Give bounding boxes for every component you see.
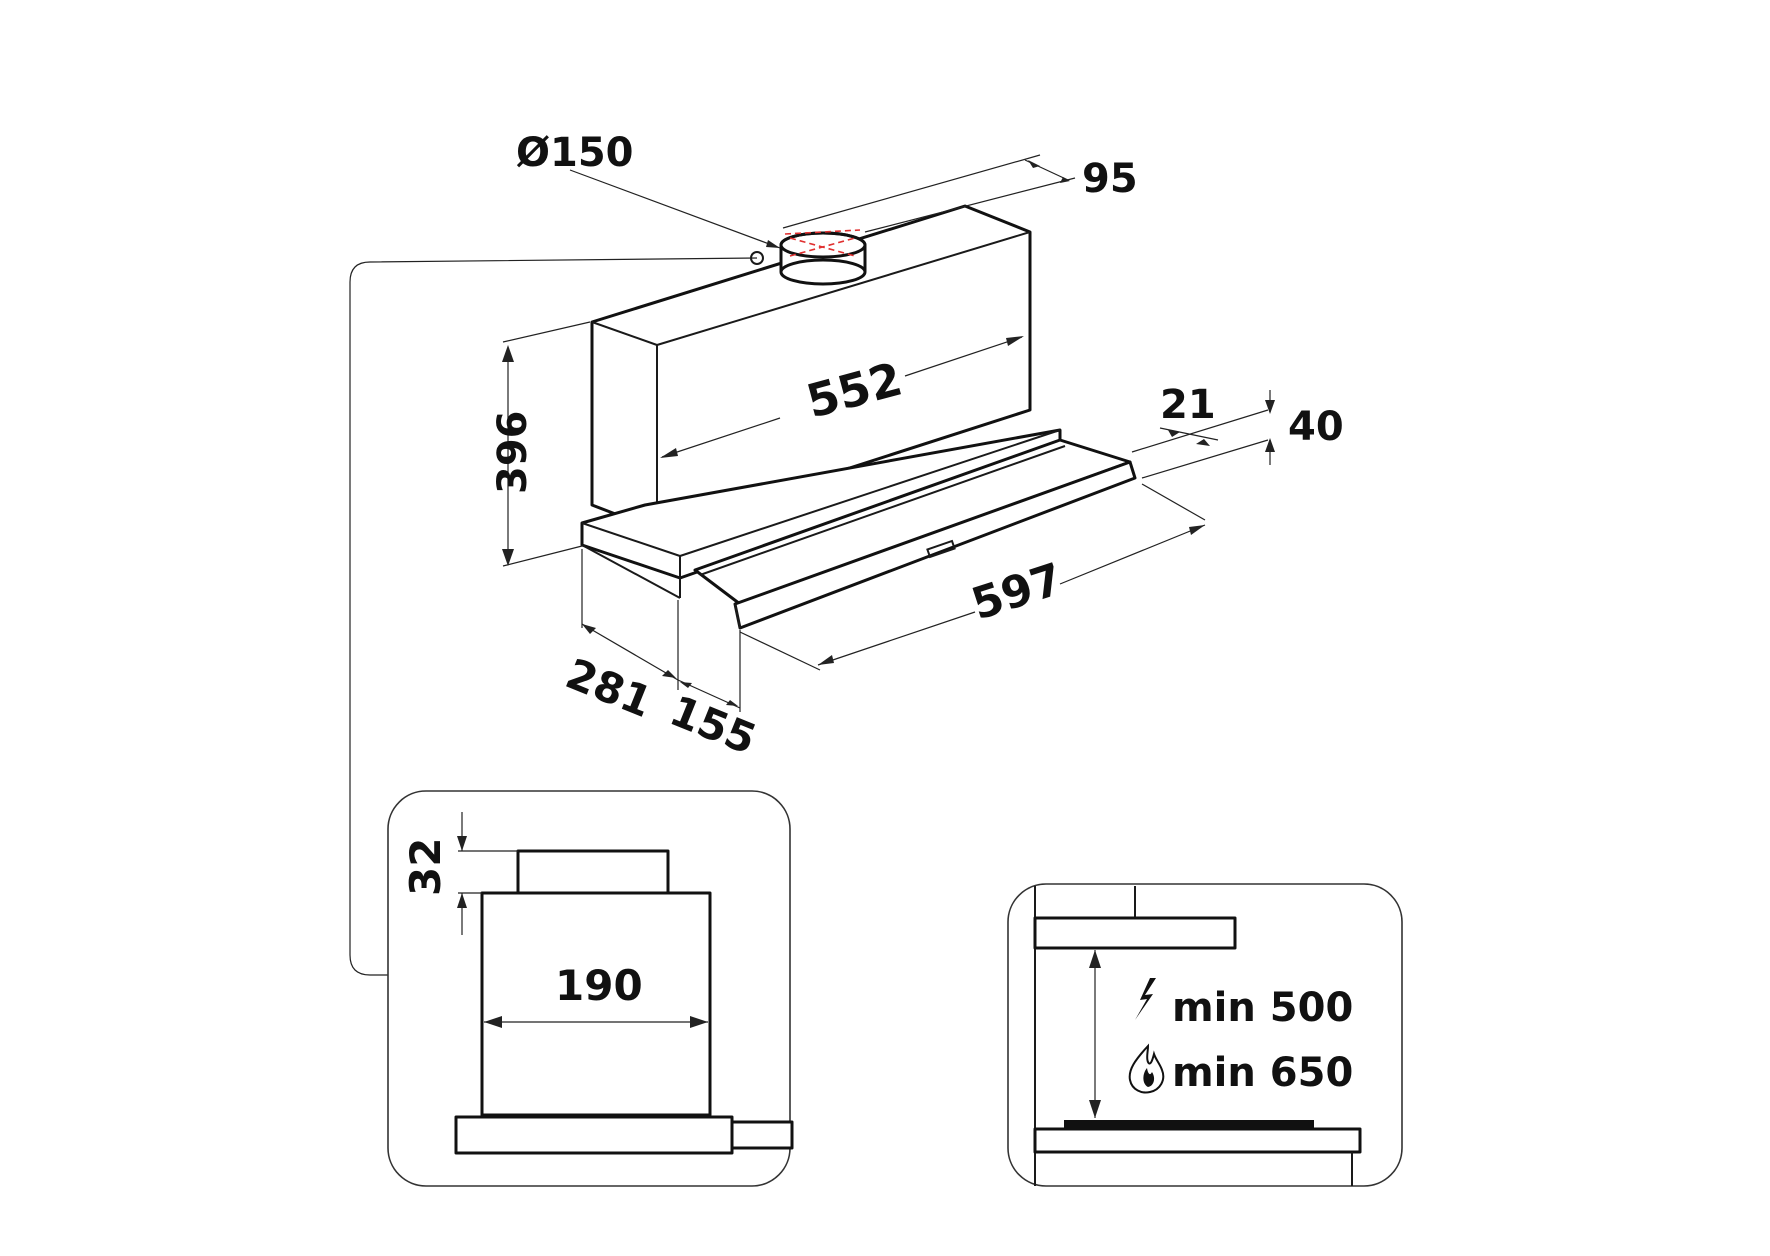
- hob-profile: [1064, 1120, 1314, 1129]
- telescopic-visor: [693, 438, 1137, 630]
- gas-clearance-label: min 650: [1172, 1050, 1353, 1096]
- depth-offset-label: 95: [1082, 156, 1138, 202]
- chimney-box: [480, 891, 712, 1117]
- hood-profile: [1033, 916, 1237, 950]
- height-label: 396: [490, 411, 536, 495]
- base-box: [454, 1115, 734, 1155]
- lightning-icon: [1135, 978, 1156, 1020]
- worktop-profile: [1033, 1127, 1362, 1154]
- hood-isometric-view: [349, 204, 1137, 976]
- duct-diameter-label: Ø150: [516, 130, 634, 176]
- hood-base: [580, 428, 1062, 599]
- electric-clearance-label: min 500: [1172, 985, 1353, 1031]
- visor-box: [730, 1120, 794, 1150]
- duct-collar: [779, 229, 867, 286]
- duct-box: [516, 849, 670, 895]
- side-width-label: 190: [555, 961, 643, 1010]
- panel-height-label: 40: [1288, 404, 1344, 450]
- front-thickness-label: 21: [1160, 382, 1216, 428]
- side-top-label: 32: [401, 838, 450, 896]
- detail-connector: [349, 251, 764, 976]
- extension-label: 155: [663, 686, 763, 764]
- control-panel-icon: [926, 539, 956, 559]
- clearance-panel: min 500 min 650: [1007, 883, 1403, 1187]
- width-label: 597: [966, 554, 1069, 631]
- side-view-panel: 32 190: [387, 790, 794, 1187]
